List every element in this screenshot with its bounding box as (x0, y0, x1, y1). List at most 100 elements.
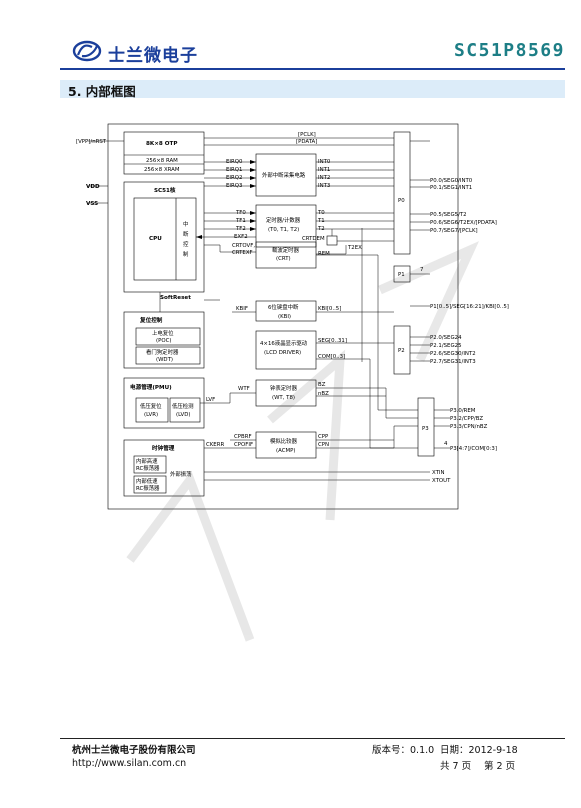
label-com: COM[0..3] (318, 354, 345, 360)
label-softreset: SoftReset (160, 295, 191, 301)
label-xram: 256×8 XRAM (144, 167, 180, 173)
label-tf0: TF0 (235, 210, 246, 216)
label-lvr-1: 低压复位 (140, 402, 162, 410)
label-bz: BZ (318, 382, 326, 388)
label-lvf: LVF (206, 397, 215, 403)
label-pdata: [PDATA] (296, 139, 317, 145)
label-cpp: CPP (318, 434, 329, 440)
pin-p2-7: P2.7/SEG31/INT3 (430, 359, 476, 365)
footer-company: 杭州士兰微电子股份有限公司 (72, 745, 196, 756)
label-wt-2: (WT, T8) (272, 395, 295, 401)
port-p0-block (393, 131, 411, 255)
label-irq-2: 控 (183, 240, 189, 248)
label-nbz: nBZ (318, 391, 329, 397)
pin-p1: P1[0..5]/SEG[16:21]/KBI[0..5] (430, 304, 509, 310)
label-p2: P2 (398, 348, 405, 354)
label-seg: SEG[0..31] (318, 338, 347, 344)
label-wt-1: 钟表定时器 (270, 384, 298, 392)
part-number: SC51P8569 (453, 40, 565, 61)
poc-block (135, 327, 201, 346)
pin-p3-2: P3.2/CPP/BZ (450, 416, 483, 422)
label-ram: 256×8 RAM (146, 158, 178, 164)
label-t1: T1 (317, 218, 325, 224)
label-lcd-2: (LCD DRIVER) (264, 350, 301, 356)
label-pclk: [PCLK] (298, 132, 316, 138)
label-vpp: [VPP]/nRST (76, 139, 107, 145)
lcd-block (255, 330, 317, 370)
kbi-block (255, 300, 317, 322)
label-int3: INT3 (318, 183, 330, 189)
label-eirq1: EIRQ1 (226, 167, 242, 173)
label-t2: T2 (317, 226, 325, 232)
label-vss: VSS (86, 201, 98, 207)
label-p1-width: 7 (420, 267, 423, 273)
label-crt-1: 载波定时器 (272, 246, 300, 254)
wdt-block (135, 346, 201, 365)
pin-p2-0: P2.0/SEG24 (430, 335, 462, 341)
label-irq-3: 制 (183, 250, 188, 258)
section-bar (60, 80, 565, 98)
label-irq-0: 中 (183, 220, 188, 228)
company-brand: 士兰微电子 (108, 46, 198, 66)
footer-page: 第 2 页 (484, 761, 516, 772)
label-clock-title: 时钟管理 (152, 444, 175, 452)
label-eirq3: EIRQ3 (226, 183, 242, 189)
label-t2ex: T2EX (347, 245, 362, 251)
footer-url[interactable]: http://www.silan.com.cn (72, 758, 187, 769)
label-rem: REM (318, 251, 330, 257)
pin-p3-0: P3.0/REM (450, 408, 476, 414)
footer-total-pages: 共 7 页 (440, 761, 472, 772)
label-int2: INT2 (318, 175, 330, 181)
lvd-block (169, 397, 201, 423)
label-wdt-1: 看门狗定时器 (146, 348, 179, 356)
label-kbif: KBIF (236, 306, 248, 312)
acmp-block (255, 431, 317, 459)
footer-version: 版本号：0.1.0 (372, 745, 435, 756)
label-vdd: VDD (86, 184, 100, 190)
label-tf2: TF2 (235, 226, 246, 232)
label-p0: P0 (398, 198, 405, 204)
timer-block (255, 204, 317, 248)
port-p3-block (417, 397, 435, 457)
label-otp: 8K×8 OTP (146, 141, 177, 147)
label-eirq2: EIRQ2 (226, 175, 242, 181)
memory-block (123, 131, 205, 175)
label-crtdem: CRTDEM (302, 236, 325, 242)
footer-rule (60, 738, 565, 739)
label-int1: INT1 (318, 167, 330, 173)
label-kbi-1: 6位键盘中断 (268, 303, 299, 311)
label-lrc-1: 内部低速 (136, 477, 158, 485)
label-ext-osc: 外部振荡 (170, 470, 192, 478)
label-lrc-2: RC振荡器 (136, 484, 160, 492)
label-interrupt-block: 外部中断采集电路 (262, 171, 306, 179)
reset-block (123, 311, 205, 369)
label-lvr-2: (LVR) (144, 412, 158, 418)
label-lvd-2: (LVD) (176, 412, 190, 418)
label-kbi-2: (KBI) (278, 314, 291, 320)
label-hrc-2: RC振荡器 (136, 464, 160, 472)
header-rule (60, 68, 565, 70)
label-pmu: 电源管理(PMU) (130, 383, 172, 391)
label-crtovf: CRTOVF, (232, 243, 255, 249)
label-ckerr: CKERR (206, 442, 224, 448)
pin-p0-6: P0.6/SEG6/T2EX/[PDATA] (430, 220, 497, 226)
core-block (123, 181, 205, 293)
lvr-block (135, 397, 169, 423)
label-acmp-2: (ACMP) (276, 448, 295, 454)
section-title: 5. 内部框图 (68, 84, 136, 99)
label-exf2: EXF2 (234, 234, 248, 240)
label-poc-1: 上电复位 (152, 329, 174, 337)
label-acmp-1: 模拟比较器 (270, 437, 298, 445)
label-hrc-1: 内部高速 (136, 457, 158, 465)
label-t0: T0 (317, 210, 325, 216)
label-kbi-out: KBI[0..5] (318, 306, 341, 312)
port-p2-block (393, 325, 411, 375)
interrupt-block (255, 153, 317, 197)
label-timer-2: (T0, T1, T2) (268, 227, 299, 233)
pin-p3-4: P3[4:7]/COM[0:3] (450, 446, 497, 452)
diagram-frame (107, 123, 459, 510)
footer-date: 日期：2012-9-18 (440, 745, 518, 756)
label-wtf: WTF (238, 386, 250, 392)
cpu-block (133, 197, 197, 281)
label-reset-title: 复位控制 (139, 316, 163, 324)
